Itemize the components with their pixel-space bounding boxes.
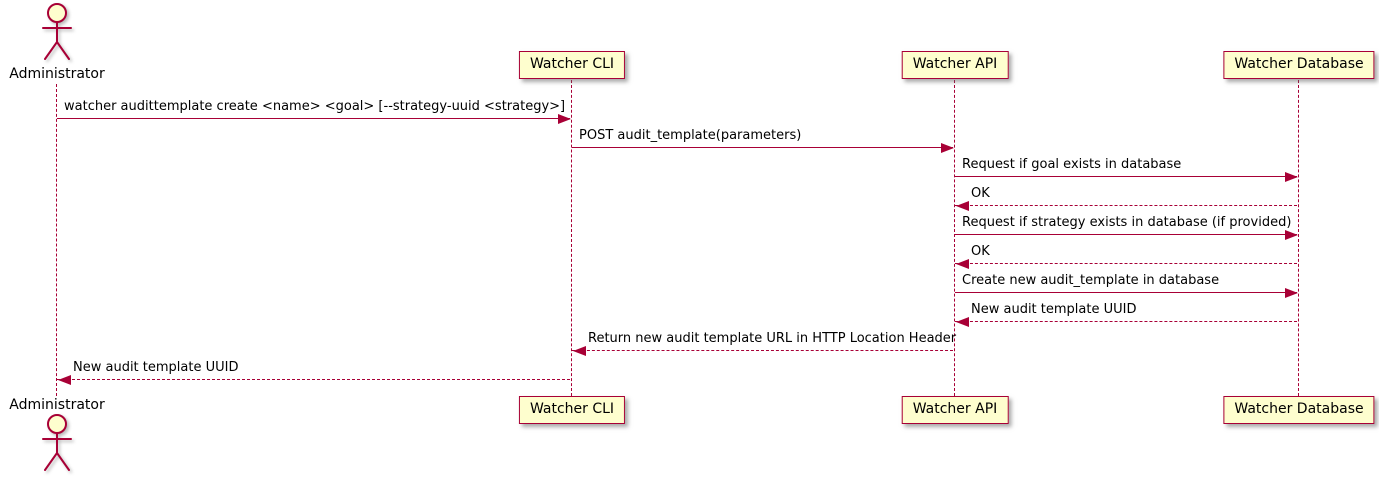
message-label: Create new audit_template in database: [962, 273, 1220, 288]
message-line: [955, 321, 1297, 322]
lifeline-watcher-api: [954, 80, 955, 396]
participant-box-watcher-cli-top: Watcher CLI: [518, 51, 626, 79]
message-arrowhead: [1285, 288, 1298, 298]
participant-box-watcher-cli-bottom: Watcher CLI: [518, 396, 626, 424]
message-arrowhead: [956, 317, 969, 327]
actor-label-administrator-top: Administrator: [9, 66, 105, 82]
message-arrowhead: [1285, 230, 1298, 240]
message-label: Request if strategy exists in database (…: [962, 215, 1292, 230]
message-line: [572, 350, 953, 351]
message-label: watcher audittemplate create <name> <goa…: [64, 99, 566, 114]
message-line: [57, 379, 570, 380]
message-line: [955, 176, 1297, 177]
message-arrowhead: [956, 201, 969, 211]
message-label: Return new audit template URL in HTTP Lo…: [588, 331, 957, 346]
message-line: [57, 118, 570, 119]
participant-box-watcher-db-bottom: Watcher Database: [1223, 396, 1375, 424]
participant-box-watcher-db-top: Watcher Database: [1223, 51, 1375, 79]
message-label: OK: [971, 244, 990, 259]
message-line: [955, 292, 1297, 293]
lifeline-watcher-cli: [571, 80, 572, 396]
message-line: [572, 147, 953, 148]
lifeline-administrator: [56, 84, 57, 396]
message-label: POST audit_template(parameters): [579, 128, 802, 143]
message-line: [955, 263, 1297, 264]
message-label: Request if goal exists in database: [962, 157, 1182, 172]
participant-box-watcher-api-bottom: Watcher API: [901, 396, 1009, 424]
lifeline-watcher-db: [1298, 80, 1299, 396]
message-arrowhead: [558, 114, 571, 124]
message-line: [955, 234, 1297, 235]
actor-icon: [42, 414, 72, 471]
message-label: New audit template UUID: [73, 360, 239, 375]
message-arrowhead: [58, 375, 71, 385]
message-arrowhead: [941, 143, 954, 153]
message-line: [955, 205, 1297, 206]
message-arrowhead: [1285, 172, 1298, 182]
actor-label-administrator-bottom: Administrator: [9, 397, 105, 413]
message-label: New audit template UUID: [971, 302, 1137, 317]
message-arrowhead: [956, 259, 969, 269]
message-label: OK: [971, 186, 990, 201]
participant-box-watcher-api-top: Watcher API: [901, 51, 1009, 79]
message-arrowhead: [573, 346, 586, 356]
actor-icon: [42, 3, 72, 60]
